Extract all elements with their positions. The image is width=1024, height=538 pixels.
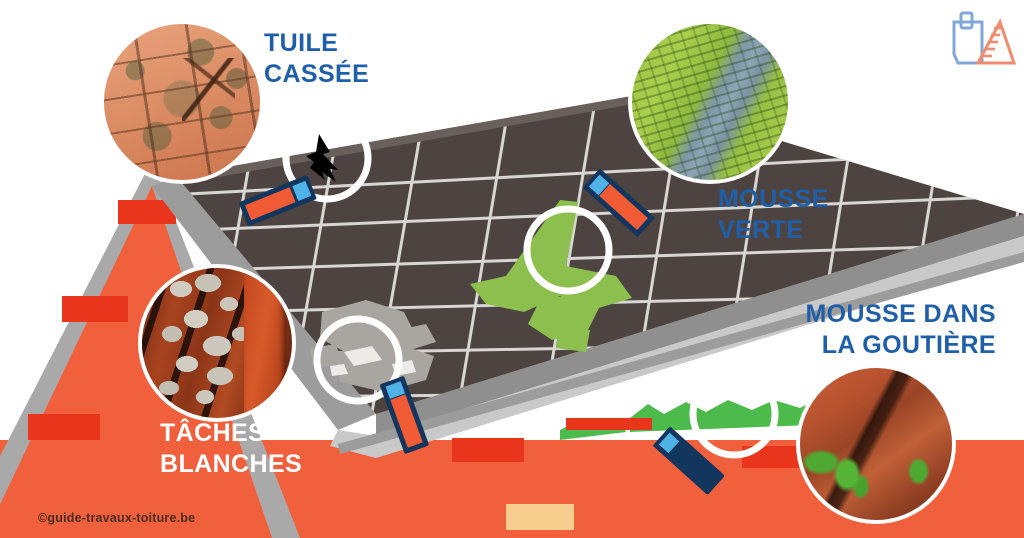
- clipboard-icon: [952, 20, 984, 65]
- magnifier-white-stains[interactable]: [300, 302, 460, 472]
- magnifier-lens-ring: [523, 205, 613, 295]
- magnifier-handle: [583, 169, 655, 237]
- photo-white-stains: [142, 268, 292, 418]
- magnifier-green-moss[interactable]: [508, 158, 668, 308]
- roof-ridge: [176, 96, 634, 184]
- photo-broken-tiles-image: [104, 24, 260, 180]
- label-mousse-verte: MOUSSE VERTE: [718, 185, 829, 244]
- magnifier-lens-ring: [689, 369, 779, 459]
- crack-icon: [306, 134, 338, 182]
- photo-white-stains-image: [142, 268, 292, 418]
- roof-thickness: [376, 214, 1024, 436]
- label-taches-blanches: TÂCHES BLANCHES: [160, 419, 303, 478]
- gable-wall: [0, 186, 272, 538]
- label-mousse-dans-la-goutiere: MOUSSE DANS LA GOUTIÈRE: [805, 300, 996, 359]
- photo-gutter-moss-image: [800, 368, 952, 520]
- photo-gutter-moss: [800, 368, 952, 520]
- gutter-shadow: [338, 252, 1024, 454]
- wall-brick-1: [452, 438, 524, 462]
- clipboard-clip-icon: [959, 11, 974, 30]
- label-tuile-cassee: TUILE CASSÉE: [264, 29, 370, 88]
- gable-brick-2: [62, 296, 128, 322]
- wall-brick-3: [506, 504, 574, 530]
- watermark: ©guide-travaux-toiture.be: [38, 511, 196, 525]
- magnifier-handle: [239, 175, 317, 227]
- clipboard-ruler-logo: [952, 11, 1017, 65]
- wall-brick-2: [566, 418, 652, 430]
- photo-tile-edge-detail: [244, 268, 286, 418]
- photo-green-moss-image: [632, 24, 788, 180]
- photo-crack-detail: [182, 58, 236, 121]
- magnifier-handle: [653, 427, 725, 495]
- photo-green-moss: [632, 24, 788, 180]
- magnifier-broken-tile[interactable]: [226, 112, 390, 240]
- ruler-ticks-icon: [982, 26, 1002, 58]
- magnifier-lens-ring: [282, 113, 372, 203]
- magnifier-handle: [380, 376, 429, 454]
- magnifier-lens-ring: [313, 315, 403, 405]
- gable-brick-3: [28, 414, 100, 440]
- magnifier-gutter-moss[interactable]: [630, 368, 810, 500]
- photo-broken-tiles: [104, 24, 260, 180]
